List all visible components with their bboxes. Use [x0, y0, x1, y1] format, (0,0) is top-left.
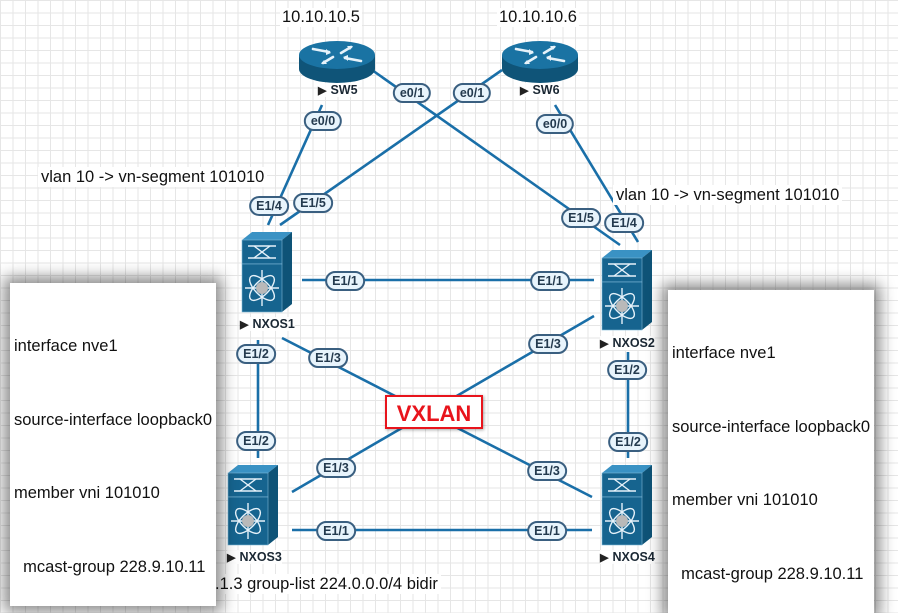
config-line: interface nve1 [672, 344, 776, 362]
node-name: SW6 [532, 83, 560, 97]
node-label-nxos2[interactable]: ▶NXOS2 [600, 336, 655, 350]
node-label-sw6[interactable]: ▶SW6 [520, 83, 560, 97]
port-badge-nxos3-e1-1[interactable]: E1/1 [316, 521, 356, 541]
ip-label-sw6: 10.10.10.6 [497, 8, 579, 27]
config-line: mcast-group 228.9.10.11 [672, 564, 864, 583]
port-badge-nxos3-e1-3[interactable]: E1/3 [316, 458, 356, 478]
links-layer [256, 68, 640, 532]
node-label-nxos1[interactable]: ▶NXOS1 [240, 317, 295, 331]
config-line: member vni 101010 [672, 491, 818, 509]
node-label-sw5[interactable]: ▶SW5 [318, 83, 358, 97]
port-badge-nxos2-e1-2[interactable]: E1/2 [607, 360, 647, 380]
expand-triangle-icon: ▶ [520, 85, 529, 97]
nexus-switch-icon-nxos2[interactable] [601, 249, 653, 331]
node-label-nxos3[interactable]: ▶NXOS3 [227, 550, 282, 564]
nve-config-right: interface nve1 source-interface loopback… [668, 290, 875, 613]
config-line: member vni 101010 [14, 484, 160, 502]
node-name: NXOS2 [612, 336, 655, 350]
port-badge-nxos1-e1-1[interactable]: E1/1 [325, 271, 365, 291]
router-icon-sw6[interactable] [500, 39, 580, 85]
config-line: mcast-group 228.9.10.11 [14, 557, 206, 576]
node-name: SW5 [330, 83, 358, 97]
expand-triangle-icon: ▶ [240, 319, 249, 331]
config-line: source-interface loopback0 [14, 410, 213, 429]
router-icon-sw5[interactable] [297, 39, 377, 85]
port-badge-sw6-e0-0[interactable]: e0/0 [535, 114, 575, 134]
expand-triangle-icon: ▶ [318, 85, 327, 97]
vlan-mapping-right: vlan 10 -> vn-segment 101010 [613, 185, 843, 205]
port-badge-sw5-e0-1[interactable]: e0/1 [392, 83, 432, 103]
node-name: NXOS4 [612, 550, 655, 564]
port-badge-nxos2-e1-3[interactable]: E1/3 [528, 334, 568, 354]
node-label-nxos4[interactable]: ▶NXOS4 [600, 550, 655, 564]
port-badge-nxos3-e1-2[interactable]: E1/2 [236, 431, 276, 451]
nexus-switch-icon-nxos4[interactable] [601, 464, 653, 546]
port-badge-sw5-e0-0[interactable]: e0/0 [303, 111, 343, 131]
port-badge-nxos2-e1-5[interactable]: E1/5 [561, 208, 601, 228]
port-badge-nxos1-e1-4[interactable]: E1/4 [249, 196, 289, 216]
vxlan-label: VXLAN [385, 395, 483, 429]
expand-triangle-icon: ▶ [227, 552, 236, 564]
port-badge-nxos2-e1-4[interactable]: E1/4 [604, 213, 644, 233]
vlan-mapping-left: vlan 10 -> vn-segment 101010 [38, 167, 268, 187]
port-badge-nxos4-e1-1[interactable]: E1/1 [527, 521, 567, 541]
expand-triangle-icon: ▶ [600, 552, 609, 564]
port-badge-nxos1-e1-3[interactable]: E1/3 [308, 348, 348, 368]
config-line: source-interface loopback0 [672, 417, 871, 436]
nexus-switch-icon-nxos1[interactable] [241, 231, 293, 313]
node-name: NXOS3 [239, 550, 282, 564]
ip-label-sw5: 10.10.10.5 [280, 8, 362, 27]
nexus-switch-icon-nxos3[interactable] [227, 464, 279, 546]
config-line: interface nve1 [14, 337, 118, 355]
expand-triangle-icon: ▶ [600, 338, 609, 350]
node-name: NXOS1 [252, 317, 295, 331]
port-badge-sw6-e0-1[interactable]: e0/1 [452, 83, 492, 103]
nve-config-left: interface nve1 source-interface loopback… [10, 283, 217, 606]
port-badge-nxos1-e1-2[interactable]: E1/2 [236, 344, 276, 364]
port-badge-nxos1-e1-5[interactable]: E1/5 [293, 193, 333, 213]
port-badge-nxos2-e1-1[interactable]: E1/1 [530, 271, 570, 291]
port-badge-nxos4-e1-3[interactable]: E1/3 [527, 461, 567, 481]
port-badge-nxos4-e1-2[interactable]: E1/2 [608, 432, 648, 452]
